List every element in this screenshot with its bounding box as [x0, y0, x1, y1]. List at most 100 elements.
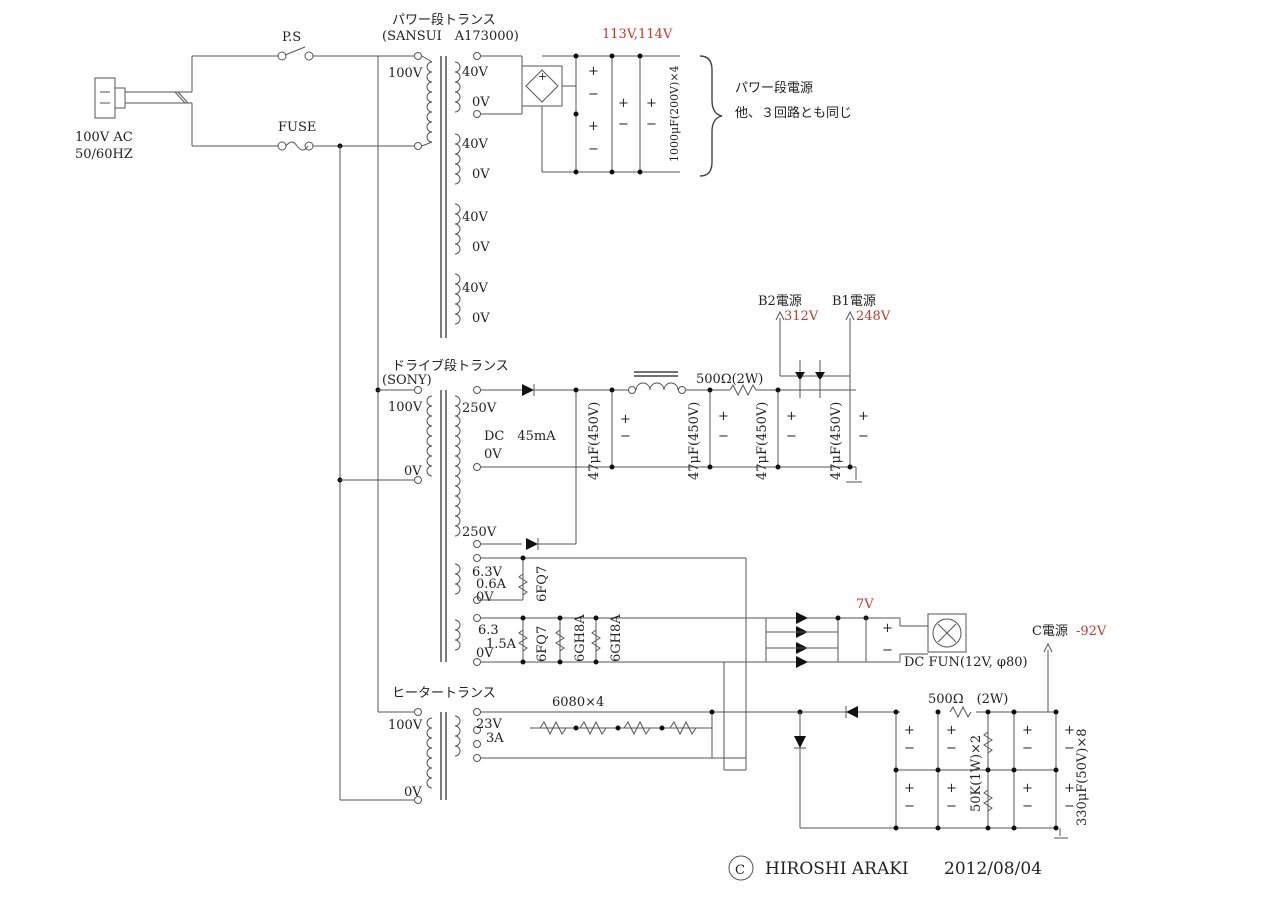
power-transformer-title: パワー段トランス: [392, 13, 496, 28]
heater1-voltage: 6.3V: [472, 565, 503, 580]
heater-tube-6080-1: [539, 720, 567, 736]
svg-text:−: −: [786, 429, 797, 444]
svg-text:−: −: [904, 741, 915, 756]
svg-text:+: +: [618, 96, 629, 111]
svg-text:+: +: [786, 409, 797, 424]
heater-transformer-title: ヒータートランス: [392, 686, 496, 701]
fan-label: DC FUN(12V, φ80): [904, 655, 1028, 670]
heater2-zero: 0V: [476, 646, 494, 661]
b2-voltage: 312V: [784, 309, 819, 324]
heater-sec-current: 3A: [486, 731, 504, 746]
svg-text:−: −: [588, 87, 599, 102]
drive-primary-label: 100V: [388, 400, 423, 415]
drive-dc-current: DC 45mA: [484, 429, 556, 444]
drive-transformer-model: (SONY): [382, 373, 432, 388]
fan-bridge-rectifier: [796, 656, 808, 668]
svg-text:−: −: [618, 117, 629, 132]
power-transformer-model: (SANSUI A173000): [382, 29, 519, 44]
svg-text:+: +: [718, 409, 729, 424]
svg-text:+: +: [946, 723, 957, 738]
power-switch-label: P.S: [282, 30, 301, 45]
svg-text:−: −: [882, 643, 893, 658]
svg-text:+: +: [946, 781, 957, 796]
power-capacitors: + − + − + − + −: [573, 53, 657, 175]
svg-text:−: −: [946, 741, 957, 756]
power-supply-note: 他、３回路とも同じ: [735, 105, 852, 121]
c-supply-resistor: [949, 705, 972, 719]
drive-primary-zero: 0V: [404, 464, 422, 479]
svg-text:−: −: [1022, 741, 1033, 756]
svg-text:−: −: [646, 117, 657, 132]
power-tap-8: 0V: [472, 311, 490, 326]
drive-hv2-label: 250V: [462, 525, 497, 540]
heater-primary-zero: 0V: [404, 785, 422, 800]
b2-label: B2電源: [758, 294, 802, 309]
c-resistor-label: 500Ω (2W): [928, 692, 1008, 707]
ac-voltage-label: 100V AC: [75, 130, 133, 145]
svg-text:−: −: [1064, 799, 1075, 814]
drive-cap-4: 47μF(450V): [829, 402, 844, 480]
ac-frequency-label: 50/60HZ: [75, 147, 133, 162]
rectifier-diode-2: [526, 538, 538, 550]
c-supply-diode-2: [794, 736, 806, 748]
drive-hv1-label: 250V: [462, 401, 497, 416]
svg-text:+: +: [858, 409, 869, 424]
power-tap-5: 40V: [462, 210, 489, 225]
tube-label-5: 6080×4: [552, 695, 604, 710]
fuse-label: FUSE: [278, 120, 316, 135]
power-tap-7: 40V: [462, 281, 489, 296]
svg-text:+: +: [646, 96, 657, 111]
drive-resistor: [729, 383, 757, 397]
heater-tube-6fq7-a: [518, 573, 528, 596]
svg-text:−: −: [946, 799, 957, 814]
heater2-current: 1.5A: [486, 637, 517, 652]
power-tap-6: 0V: [472, 240, 490, 255]
switch-contact-b: [304, 51, 314, 61]
drive-resistor-label: 500Ω(2W): [696, 372, 763, 387]
svg-text:−: −: [1064, 741, 1075, 756]
drive-hv-zero: 0V: [484, 447, 502, 462]
power-primary-coil: [426, 61, 433, 143]
tube-label-1: 6FQ7: [535, 566, 550, 602]
svg-text:−: −: [904, 799, 915, 814]
rectifier-diode-1: [522, 384, 534, 396]
power-tap-4: 0V: [472, 167, 490, 182]
svg-text:+: +: [538, 70, 547, 83]
power-supply-capacitors: 1000μF(200V)×4: [668, 65, 681, 162]
svg-text:−: −: [718, 429, 729, 444]
svg-text:−: −: [588, 142, 599, 157]
drive-cap-2: 47μF(450V): [687, 402, 702, 480]
heater2-voltage: 6.3: [478, 623, 499, 638]
heater-primary-label: 100V: [388, 718, 423, 733]
tube-label-3: 6GH8A: [573, 614, 588, 662]
drive-transformer-title: ドライブ段トランス: [392, 358, 509, 374]
svg-text:+: +: [588, 64, 599, 79]
author-name: HIROSHI ARAKI: [765, 859, 909, 879]
power-primary-label: 100V: [388, 66, 423, 81]
b1-label: B1電源: [832, 294, 876, 309]
power-tap-2: 0V: [472, 95, 490, 110]
brace: [699, 55, 723, 177]
drive-cap-3: 47μF(450V): [755, 402, 770, 480]
c-bleeder-label: 50K(1W)×2: [969, 735, 984, 812]
fuse-symbol: [285, 141, 309, 151]
svg-text:+: +: [1022, 781, 1033, 796]
fan-voltage: 7V: [856, 597, 874, 612]
svg-text:−: −: [1022, 799, 1033, 814]
svg-text:−: −: [858, 429, 869, 444]
c-supply-voltage: -92V: [1076, 624, 1107, 639]
power-tap-1: 40V: [462, 65, 489, 80]
svg-text:+: +: [1064, 781, 1075, 796]
svg-text:+: +: [620, 412, 631, 427]
drawing-date: 2012/08/04: [944, 859, 1042, 879]
svg-text:+: +: [588, 119, 599, 134]
c-caps-label: 330μF(50V)×8: [1075, 728, 1090, 826]
c-supply-label: C電源: [1032, 624, 1068, 639]
tube-label-4: 6GH8A: [609, 614, 624, 662]
b1-voltage: 248V: [856, 309, 891, 324]
svg-text:+: +: [1022, 723, 1033, 738]
copyright-mark: C: [735, 863, 745, 878]
svg-text:+: +: [904, 781, 915, 796]
c-supply-diode-1: [846, 706, 858, 718]
